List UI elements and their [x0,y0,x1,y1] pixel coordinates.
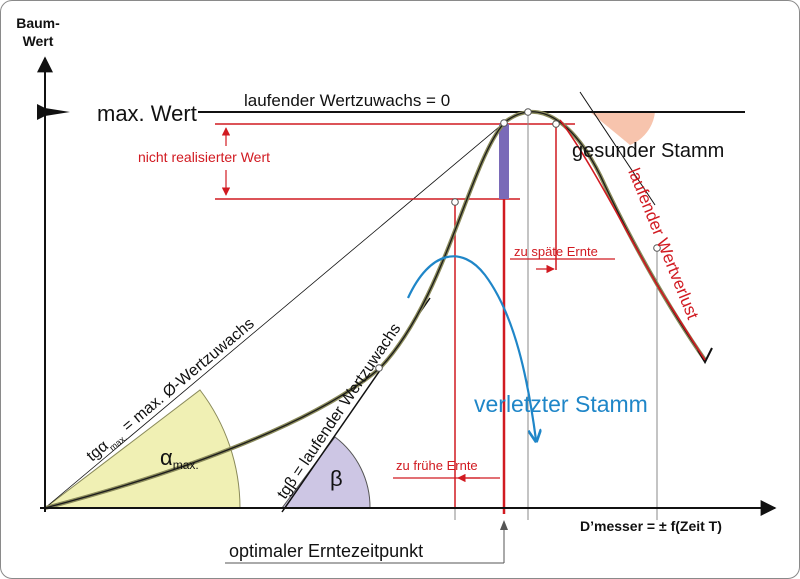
point-early [451,198,459,206]
point-late [552,120,560,128]
alpha-angle-sector [43,389,241,509]
y-axis-label-line1: Baum- [16,15,60,31]
injured-stem-curve [407,255,536,440]
nicht-realisierter-wert-label: nicht realisierter Wert [138,149,270,165]
max-wert-marker-icon [37,104,70,120]
point-max [524,108,532,116]
beta-angle-sector [281,436,371,509]
alpha-max-sub: max. [173,458,199,472]
beta-label: β [330,466,343,491]
alpha-max-label: αmax. [160,445,199,472]
unrealized-value-bar [499,124,509,199]
zu-fruehe-ernte-label: zu frühe Ernte [396,458,478,473]
laufender-wertzuwachs-null-label: laufender Wertzuwachs = 0 [244,91,450,110]
y-axis-label-line2: Wert [23,33,54,49]
point-optimal [500,119,508,127]
tangent-loss-line [579,91,656,206]
zu-spaete-ernte-label: zu späte Ernte [514,244,598,259]
gesunder-stamm-label: gesunder Stamm [572,140,724,162]
max-wert-label: max. Wert [97,101,197,126]
verletzter-stamm-label: verletzter Stamm [474,391,648,417]
value-curve-inner [44,111,706,509]
point-loss [653,244,661,252]
optimaler-erntezeitpunkt-label: optimaler Erntezeitpunkt [229,541,423,561]
alpha-symbol: α [160,445,173,470]
x-axis-label: D’messer = ± f(Zeit T) [580,518,722,534]
point-tangent-beta [375,364,383,372]
loss-angle-sector [590,112,655,145]
tangent-alpha-line [44,121,506,509]
loss-curve [559,119,706,361]
optimal-callout-arrow-icon [500,520,508,530]
